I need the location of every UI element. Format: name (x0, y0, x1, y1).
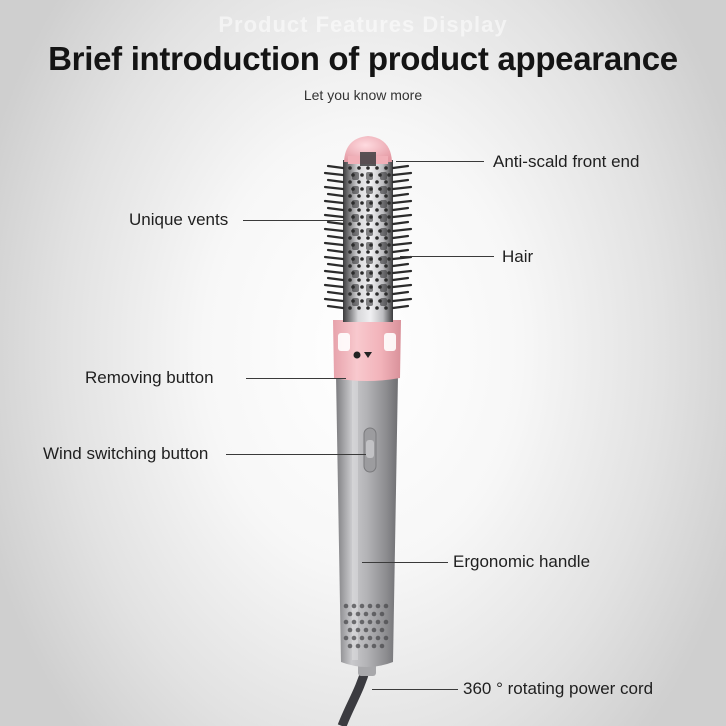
pink-collar (333, 320, 401, 381)
handle-highlight (352, 380, 358, 660)
callout-hair: Hair (502, 247, 534, 266)
leader-wind-switching (226, 454, 366, 455)
page-subtitle: Let you know more (303, 87, 423, 103)
leader-hair (400, 256, 494, 257)
leader-removing-button (246, 378, 346, 379)
collar-window-right (384, 333, 396, 351)
air-intake-vents (343, 603, 389, 649)
leader-anti-scald (396, 161, 484, 162)
brush-barrel (343, 160, 393, 322)
callout-wind-switching-button: Wind switching button (43, 444, 209, 463)
page-title: Brief introduction of product appearance (48, 40, 678, 77)
callout-ergonomic-handle: Ergonomic handle (453, 552, 591, 571)
leader-ergonomic-handle (362, 562, 448, 563)
leader-unique-vents (243, 220, 343, 221)
callout-power-cord: 360 ° rotating power cord (463, 679, 654, 698)
ergonomic-handle (336, 375, 398, 667)
callout-removing-button: Removing button (85, 368, 214, 387)
ghost-background-title: Product Features Display (218, 12, 508, 37)
power-cord (337, 666, 371, 726)
callout-anti-scald-front-end: Anti-scald front end (493, 152, 640, 171)
leader-power-cord (372, 689, 458, 690)
brush-bristles (323, 164, 413, 310)
callout-unique-vents: Unique vents (129, 210, 229, 229)
collar-window-left (338, 333, 350, 351)
removing-button-dot (353, 351, 361, 359)
removing-button-arrow (364, 352, 372, 358)
anti-scald-tip (344, 136, 392, 162)
